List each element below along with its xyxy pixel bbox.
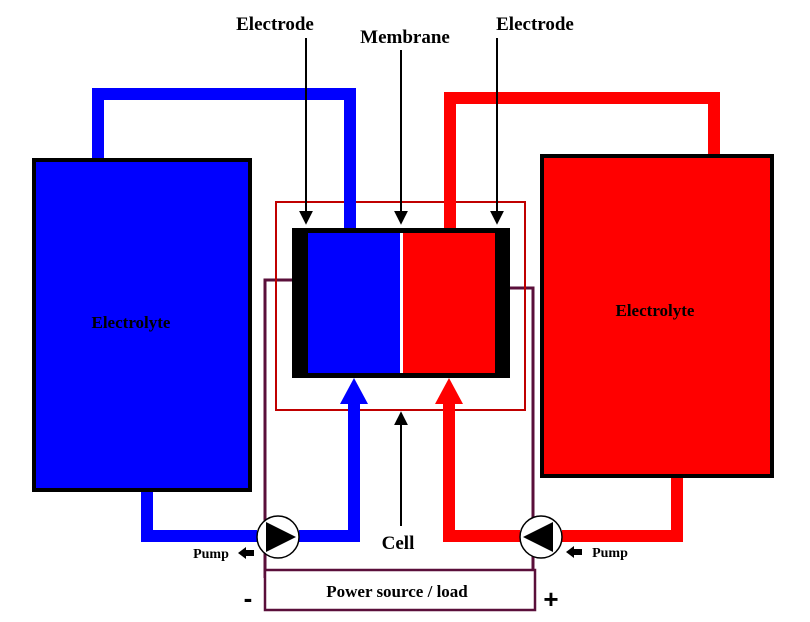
pump-right [519, 515, 563, 559]
pump-left [256, 515, 300, 559]
membrane-label: Membrane [360, 27, 450, 48]
negative-half-cell [308, 233, 401, 373]
blue-supply-pipe [92, 88, 356, 232]
pump-left-label: Pump [193, 547, 229, 562]
pump-right-label: Pump [592, 546, 628, 561]
membrane [400, 233, 403, 373]
electrolyte-tank-right [540, 154, 774, 478]
blue-return-pipe-upper [299, 400, 360, 542]
positive-half-cell [403, 233, 495, 373]
red-supply-pipe [444, 92, 720, 232]
electrolyte-tank-left [32, 158, 252, 492]
red-return-pipe [562, 476, 683, 542]
red-flow-arrow [435, 378, 463, 404]
power-source-box [263, 568, 537, 612]
positive-terminal-sign: + [543, 584, 558, 614]
blue-return-pipe [141, 490, 257, 542]
circuit-wire-right [510, 286, 535, 578]
pump-left-direction [266, 522, 296, 552]
power-source-label: Power source / load [326, 582, 468, 601]
pump-left-pointer [238, 547, 254, 559]
pump-right-direction [523, 522, 553, 552]
electrolyte-right-label: Electrolyte [616, 301, 695, 320]
pump-right-pointer [566, 546, 582, 558]
red-return-pipe-upper [443, 400, 520, 542]
electrolyte-left-label: Electrolyte [92, 313, 171, 332]
electrode-left-label: Electrode [236, 14, 314, 35]
blue-flow-arrow [340, 378, 368, 404]
cell-label: Cell [382, 533, 415, 554]
circuit-wire-left [263, 278, 293, 578]
cell [292, 228, 510, 378]
negative-terminal-sign: - [244, 583, 253, 613]
electrode-right-label: Electrode [496, 14, 574, 35]
